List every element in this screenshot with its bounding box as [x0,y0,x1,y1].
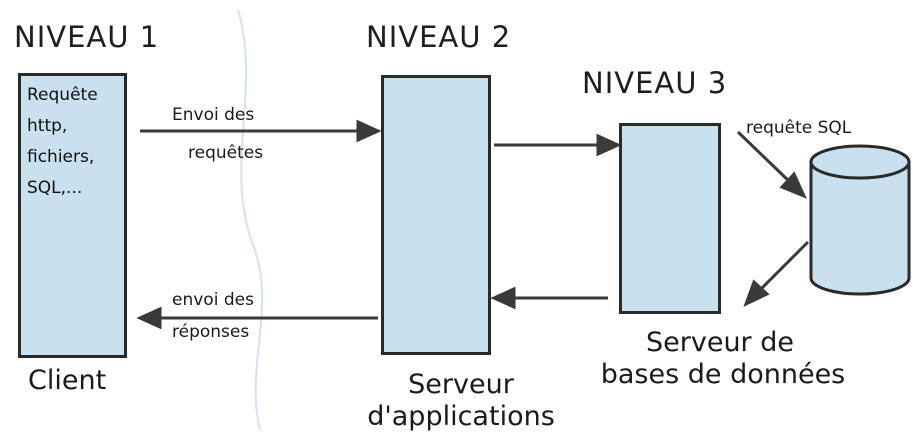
client-box-content: Requête http, fichiers, SQL,... [21,76,124,204]
arrowhead-app-to-client [136,306,162,330]
level-2-title: NIVEAU 2 [366,20,512,54]
level-3-title: NIVEAU 3 [582,66,728,100]
db-server-box [619,123,721,314]
send-requests-label-1: Envoi des [172,105,255,125]
db-server-caption-1: Serveur de [646,327,794,358]
client-box-line: Requête [27,85,98,105]
arrowhead-client-to-app [356,119,382,143]
send-responses-label-1: envoi des [172,290,254,310]
tier-separator-left [237,9,264,431]
arrow-db-return [756,240,810,294]
sql-request-label: requête SQL [746,118,852,138]
arrows [136,119,810,330]
client-box-line: http, [27,116,68,136]
client-box: Requête http, fichiers, SQL,... [18,73,127,358]
arrowhead-app-to-db [596,133,622,157]
database-cylinder [809,144,911,296]
client-caption: Client [28,365,107,396]
arrowhead-db-return [743,279,770,307]
arrow-sql-to-db [736,130,794,186]
arrowhead-db-to-app [490,286,516,310]
level-1-title: NIVEAU 1 [14,20,160,54]
app-server-caption-2: d'applications [367,401,555,432]
db-server-caption-2: bases de données [600,359,846,390]
arrowhead-sql-to-db [779,171,807,199]
client-box-line: SQL,... [27,178,83,198]
send-requests-label-2: requêtes [188,143,264,163]
app-server-box [381,75,491,355]
send-responses-label-2: réponses [172,322,250,342]
client-box-line: fichiers, [27,147,95,167]
app-server-caption-1: Serveur [408,369,514,400]
